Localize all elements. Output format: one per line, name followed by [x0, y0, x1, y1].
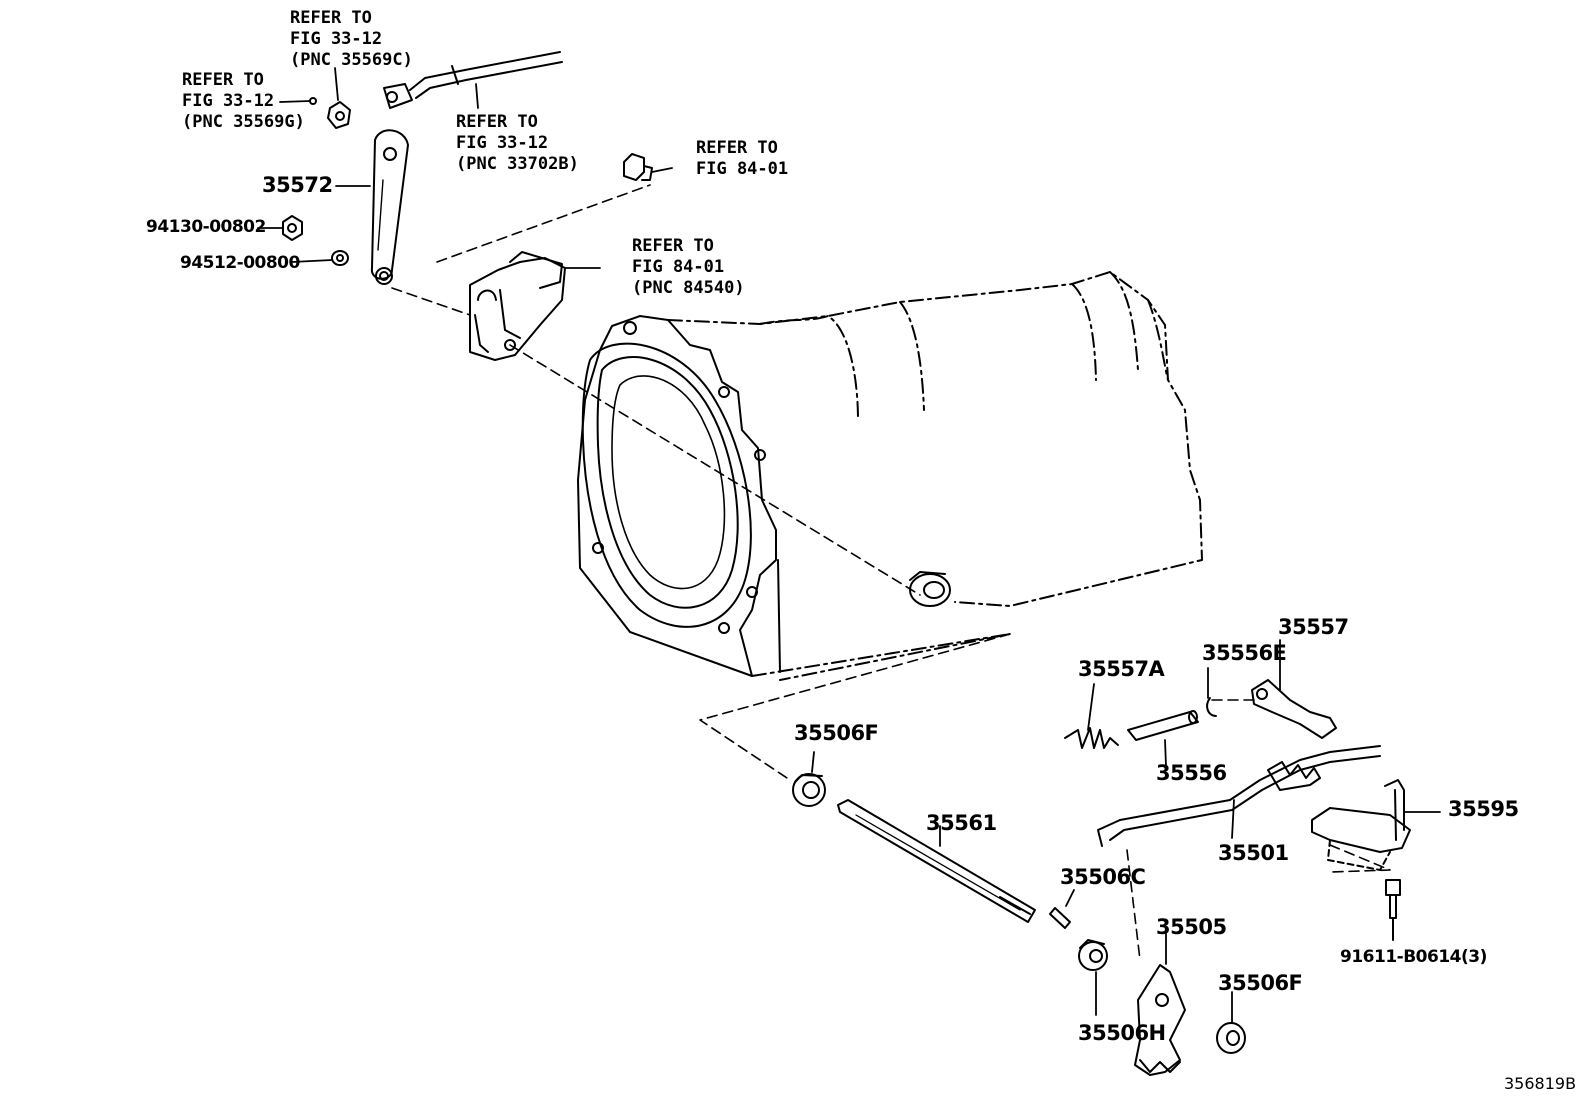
transmission-housing — [577, 271, 1203, 681]
part-label-35506c: 35506C — [1060, 865, 1146, 889]
part-label-35506h: 35506H — [1078, 1021, 1166, 1045]
label-leaders — [257, 67, 1441, 1023]
part-label-35501: 35501 — [1218, 841, 1289, 865]
part-label-35561: 35561 — [926, 811, 997, 835]
part-label-35557a: 35557A — [1078, 657, 1165, 681]
reference-note-35569c: REFER TO FIG 33-12 (PNC 35569C) — [290, 8, 413, 70]
reference-note-fig84-01-bolt: REFER TO FIG 84-01 — [696, 138, 789, 179]
part-label-35572: 35572 — [262, 173, 333, 197]
upper-shift-linkage — [282, 51, 563, 285]
part-label-35595: 35595 — [1448, 797, 1519, 821]
part-label-35557: 35557 — [1278, 615, 1349, 639]
part-label-35506f-lower: 35506F — [1218, 971, 1303, 995]
illustration-id: 356819B — [1504, 1074, 1577, 1093]
part-label-91611-b0614: 91611-B0614(3) — [1340, 947, 1487, 967]
assembly-leader-lines — [391, 184, 1391, 961]
lower-shift-parts — [792, 679, 1411, 1076]
part-label-94512-00800: 94512-00800 — [180, 253, 300, 273]
part-label-94130-00802: 94130-00802 — [146, 217, 266, 237]
part-label-35556: 35556 — [1156, 761, 1227, 785]
part-label-35506f-upper: 35506F — [794, 721, 879, 745]
reference-note-35569g: REFER TO FIG 33-12 (PNC 35569G) — [182, 70, 305, 132]
neutral-safety-switch — [469, 153, 653, 361]
reference-note-33702b: REFER TO FIG 33-12 (PNC 33702B) — [456, 112, 579, 174]
part-label-35556e: 35556E — [1202, 641, 1287, 665]
reference-note-84540: REFER TO FIG 84-01 (PNC 84540) — [632, 236, 745, 298]
part-label-35505: 35505 — [1156, 915, 1227, 939]
